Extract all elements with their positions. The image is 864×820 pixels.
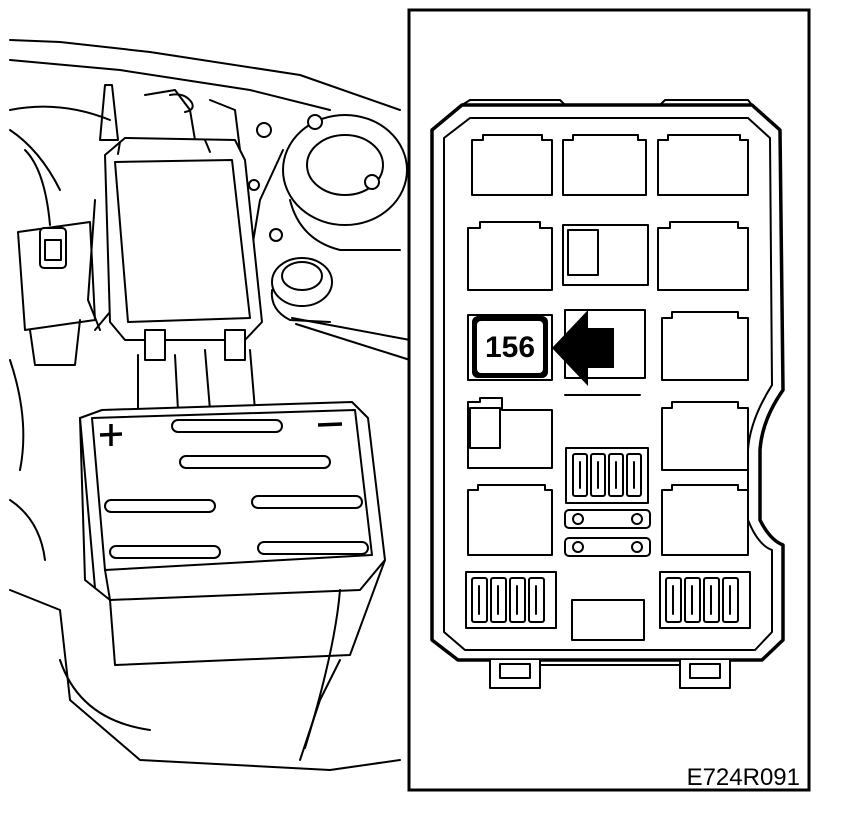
brake-fluid-reservoir	[17, 149, 131, 366]
reservoir-cap	[270, 257, 333, 323]
battery	[79, 401, 386, 749]
relay-fuse-box-housing	[430, 99, 785, 689]
maxi-fuses	[564, 509, 651, 557]
mini-fuse-block-right	[659, 571, 751, 629]
relay-number-label: 156	[485, 331, 535, 364]
figure-code: E724R091	[687, 764, 800, 791]
relay-row-4	[467, 397, 749, 471]
pointer-arrow	[552, 310, 614, 386]
relay-row-5	[467, 484, 749, 556]
engine-bay-illustration	[9, 39, 411, 771]
detail-inset: 156 E724R091	[407, 8, 811, 792]
relay-number-callout: 156	[472, 316, 548, 378]
relay-row-1	[471, 134, 749, 196]
strut-tower	[249, 114, 408, 261]
engine-fuse-box	[87, 137, 263, 411]
relay-row-2	[467, 221, 749, 291]
mini-fuse-block-left	[465, 571, 557, 629]
leader-line	[291, 317, 411, 341]
mini-fuse-block-center	[565, 447, 649, 504]
empty-socket	[571, 599, 645, 641]
